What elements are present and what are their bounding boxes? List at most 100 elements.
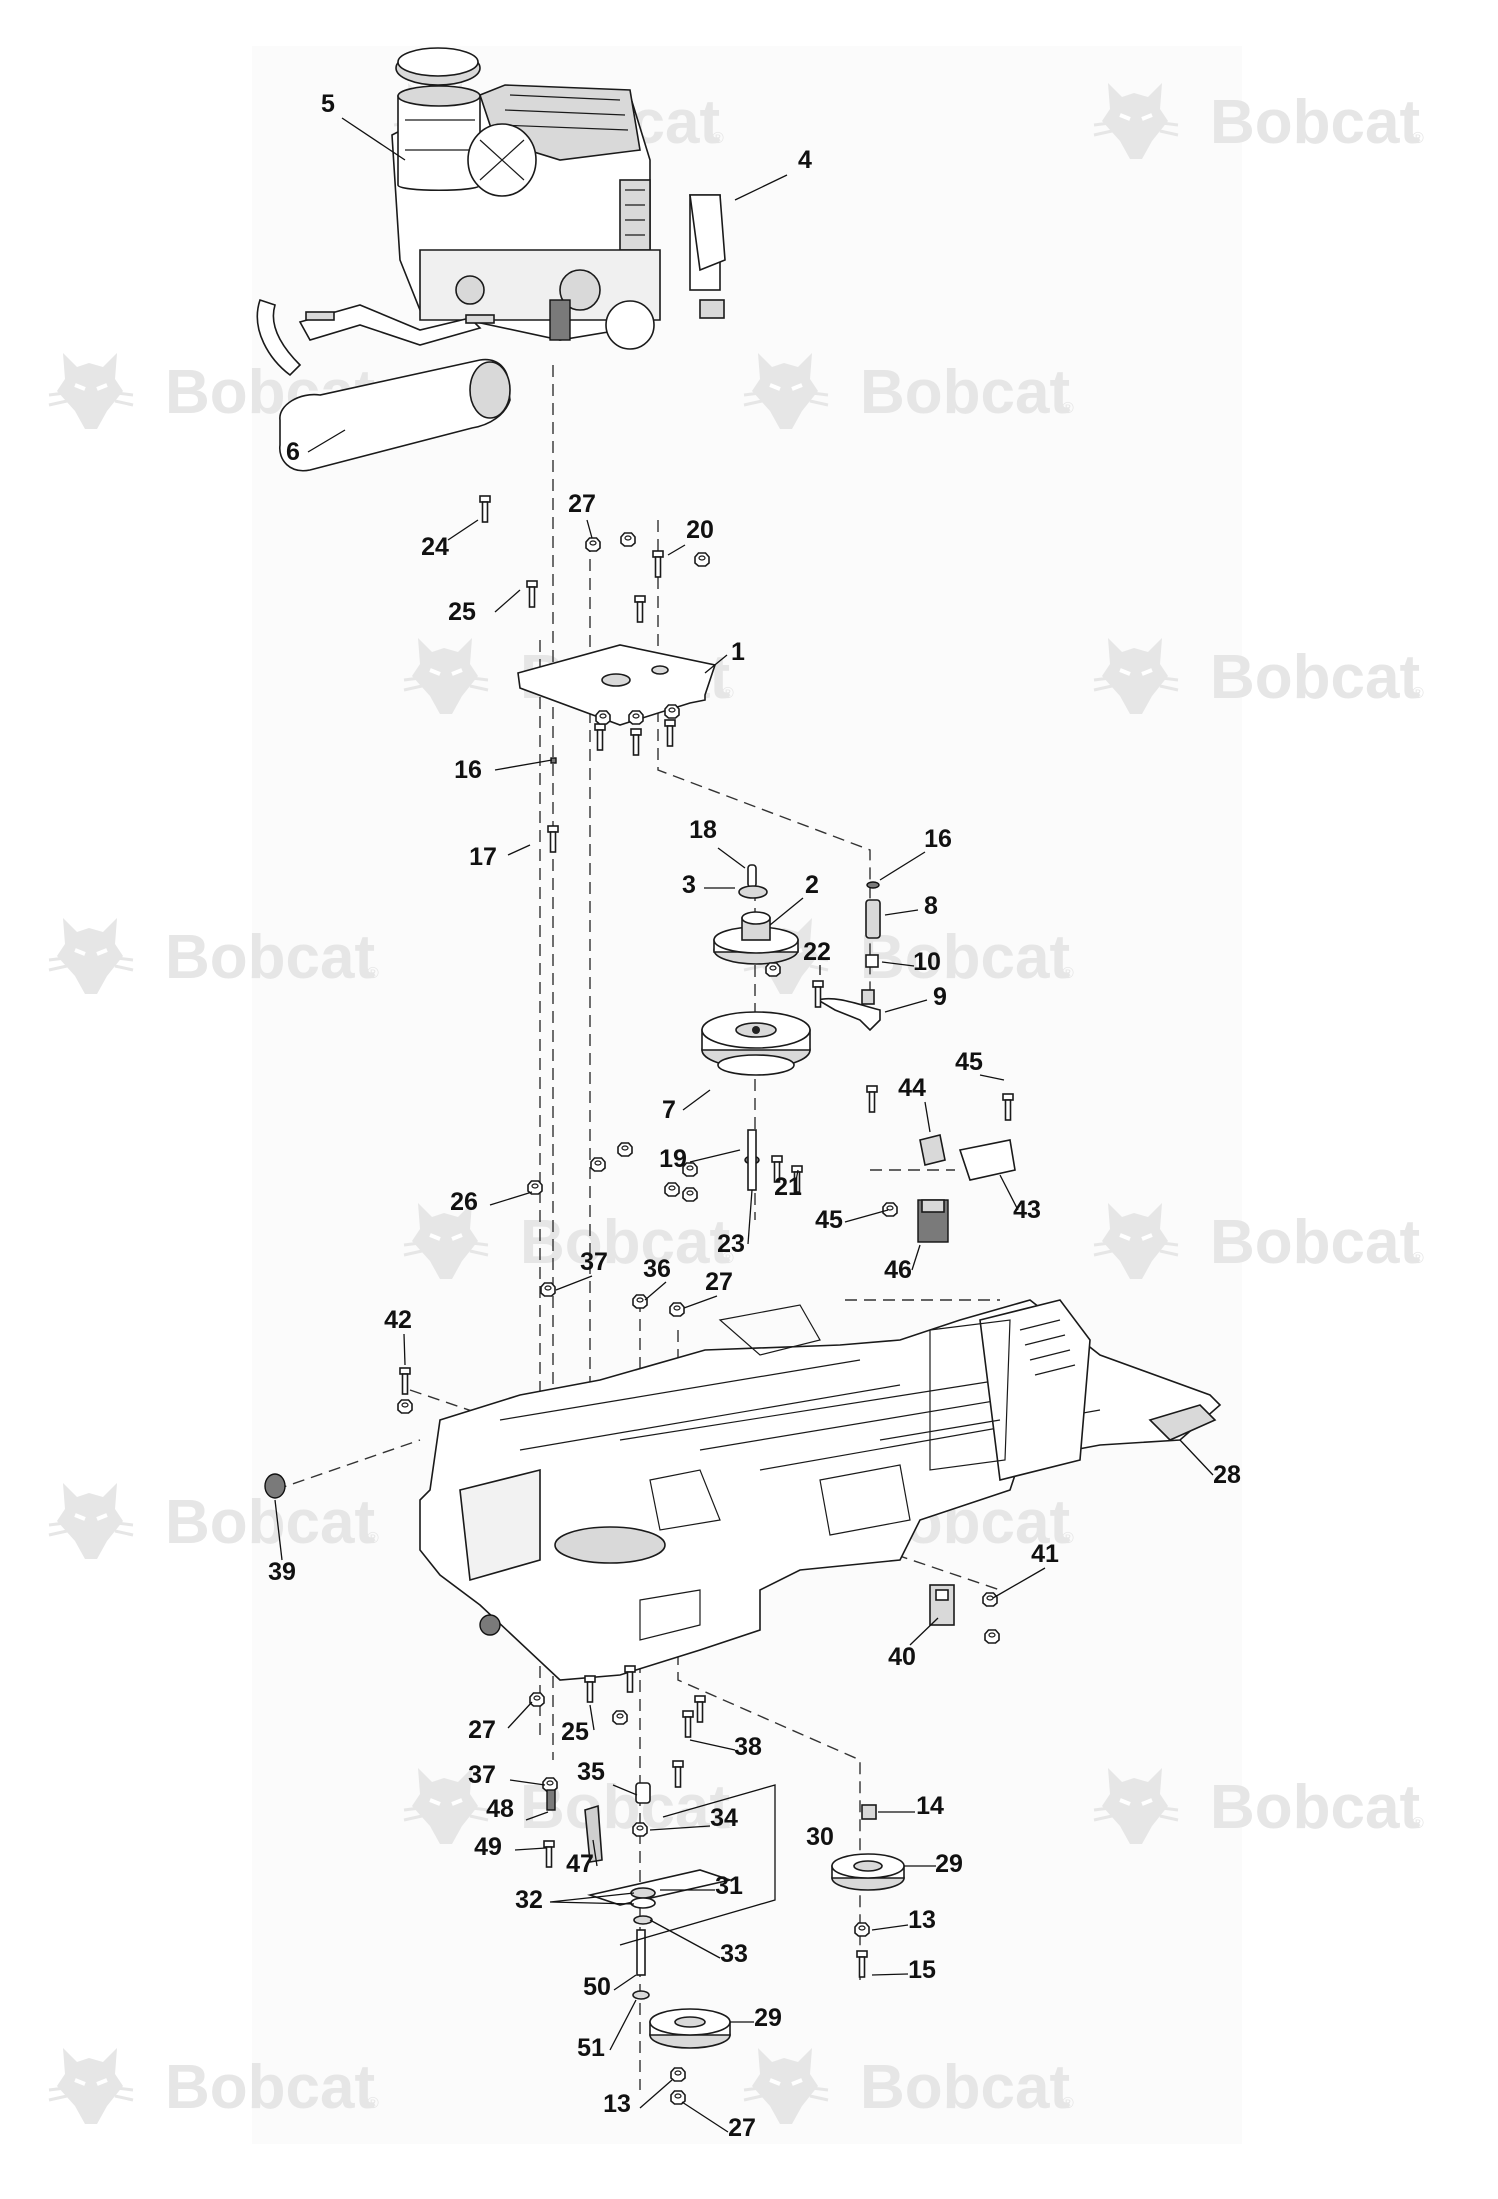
callout-c30: 30 [806,1823,834,1851]
watermark-tile: Bobcat® [742,916,1074,996]
callout-c33: 33 [720,1940,748,1968]
watermark-registered-mark: ® [1412,685,1424,702]
callout-c51: 51 [577,2034,605,2062]
callout-c40: 40 [888,1643,916,1671]
bobcat-logo-icon [47,351,135,431]
watermark-tile: Bobcat® [1092,1201,1424,1281]
watermark-registered-mark: ® [712,130,724,147]
callout-c13b: 13 [603,2090,631,2118]
watermark-tile: Bobcat® [402,1201,734,1281]
callout-c37a: 37 [580,1248,608,1276]
callout-c24: 24 [421,533,449,561]
watermark-registered-mark: ® [1412,130,1424,147]
pulley-part-2 [713,864,799,965]
watermark-text: Bobcat [165,1488,375,1557]
callout-c22: 22 [803,938,831,966]
callout-c15: 15 [908,1956,936,1984]
watermark-text: Bobcat [1210,88,1420,157]
callout-c2: 2 [805,871,819,899]
watermark-registered-mark: ® [722,1250,734,1267]
callout-c16b: 16 [924,825,952,853]
callout-c26: 26 [450,1188,478,1216]
watermark-tile: Bobcat® [1092,81,1424,161]
callout-c32: 32 [515,1886,543,1914]
watermark-text: Bobcat [520,1208,730,1277]
watermark-tile: Bobcat® [47,2046,379,2126]
callout-c43: 43 [1013,1196,1041,1224]
watermark-registered-mark: ® [367,1530,379,1547]
callout-c4: 4 [798,146,812,174]
callout-c38: 38 [734,1733,762,1761]
clutch-part-7 [701,1011,811,1076]
bobcat-logo-icon [47,1481,135,1561]
watermark-text: Bobcat [165,2053,375,2122]
watermark-tile: Bobcat® [742,2046,1074,2126]
idler-pulley-part-29-lower [649,2008,731,2105]
clutch-bracket-part-9 [590,881,881,1202]
callout-c49: 49 [474,1833,502,1861]
watermark-tile: Bobcat® [47,916,379,996]
watermark-tile: Bobcat® [1092,1766,1424,1846]
callout-c42: 42 [384,1306,412,1334]
callout-c37b: 37 [468,1761,496,1789]
callout-c28: 28 [1213,1461,1241,1489]
callout-c35: 35 [577,1758,605,1786]
callout-c25b: 25 [561,1718,589,1746]
callout-c13a: 13 [908,1906,936,1934]
callout-c45a: 45 [955,1048,983,1076]
callout-c20: 20 [686,516,714,544]
callout-c48: 48 [486,1795,514,1823]
watermark-tile: Bobcat® [742,351,1074,431]
callout-c18: 18 [689,816,717,844]
watermark-registered-mark: ® [1062,965,1074,982]
watermark-registered-mark: ® [367,2095,379,2112]
callout-c29a: 29 [935,1850,963,1878]
watermark-text: Bobcat [860,358,1070,427]
callout-c44: 44 [898,1074,926,1102]
callout-c29b: 29 [754,2004,782,2032]
leader-lines [274,117,1214,2133]
watermark-registered-mark: ® [367,965,379,982]
callout-c47: 47 [566,1850,594,1878]
watermark-registered-mark: ® [722,1815,734,1832]
bobcat-logo-icon [47,2046,135,2126]
callout-c23: 23 [717,1230,745,1258]
watermark-text: Bobcat [1210,1208,1420,1277]
callout-c1: 1 [731,638,745,666]
engine-assembly [391,47,721,350]
callout-c50: 50 [583,1973,611,2001]
callout-c21: 21 [774,1173,802,1201]
watermark-registered-mark: ® [722,685,734,702]
callout-c41: 41 [1031,1540,1059,1568]
callout-c3: 3 [682,871,696,899]
main-frame-part-28 [419,1299,1222,1681]
watermark-tile: Bobcat® [1092,636,1424,716]
muffler-part-6 [256,298,511,472]
callout-c31: 31 [715,1872,743,1900]
mounting-plate-part-1 [517,644,717,726]
watermark-registered-mark: ® [1062,2095,1074,2112]
lower-hardware [529,1665,733,2000]
watermark-text: Bobcat [1210,1773,1420,1842]
watermark-registered-mark: ® [1412,1250,1424,1267]
watermark-text: Bobcat [165,923,375,992]
callout-c36: 36 [643,1255,671,1283]
idler-pulley-part-29-upper [831,1804,905,1978]
watermark-text: Bobcat [860,923,1070,992]
callout-c25a: 25 [448,598,476,626]
callout-c5: 5 [321,90,335,118]
engine-cover-part-4 [689,194,726,319]
callout-c7: 7 [662,1096,676,1124]
callout-c46: 46 [884,1256,912,1284]
callout-c10: 10 [913,948,941,976]
callout-c27c: 27 [468,1716,496,1744]
frame-side-parts [264,1180,1000,1644]
callout-c6: 6 [286,438,300,466]
watermark-registered-mark: ® [1062,400,1074,417]
callout-c16a: 16 [454,756,482,784]
switch-assembly [866,1085,1016,1243]
callout-c17: 17 [469,843,497,871]
watermark-text: Bobcat [860,2053,1070,2122]
